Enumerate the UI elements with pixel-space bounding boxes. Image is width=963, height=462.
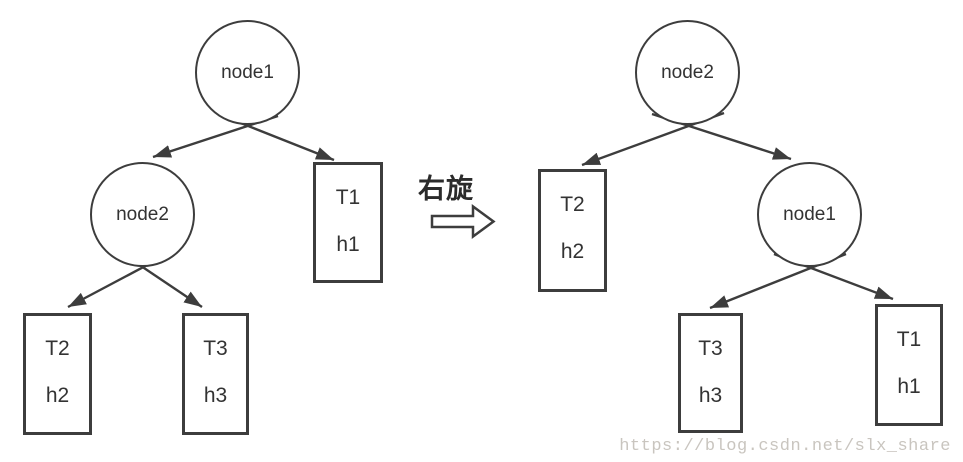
subtree-height-label: h1 — [897, 375, 921, 398]
right-rotation-arrow-icon — [430, 204, 496, 239]
subtree-height-label: h2 — [45, 384, 70, 407]
left-tree-subtree-t2: T2 h2 — [23, 313, 92, 435]
node-label: node1 — [783, 203, 836, 225]
right-tree-subtree-t1: T1 h1 — [875, 304, 943, 426]
subtree-height-label: h3 — [698, 384, 723, 407]
node-label: node2 — [661, 61, 714, 83]
subtree-label: T3 — [203, 337, 228, 360]
subtree-label: T2 — [560, 193, 585, 216]
right-tree-right-child-node: node1 — [757, 162, 862, 267]
watermark-url: https://blog.csdn.net/slx_share — [619, 437, 951, 456]
subtree-label: T1 — [896, 328, 922, 351]
right-tree-subtree-t3: T3 h3 — [678, 313, 743, 433]
left-tree-subtree-t3: T3 h3 — [182, 313, 249, 435]
left-tree-root-node: node1 — [195, 20, 300, 125]
subtree-label: T3 — [698, 337, 723, 360]
operation-label: 右旋 — [418, 174, 474, 204]
node-label: node2 — [116, 203, 169, 225]
subtree-label: T1 — [335, 186, 361, 209]
left-tree-subtree-t1: T1 h1 — [313, 162, 383, 283]
left-tree-left-child-node: node2 — [90, 162, 195, 267]
subtree-label: T2 — [45, 337, 70, 360]
subtree-height-label: h3 — [203, 384, 228, 407]
node-label: node1 — [221, 61, 274, 83]
subtree-height-label: h1 — [336, 233, 360, 256]
right-tree-subtree-t2: T2 h2 — [538, 169, 607, 292]
subtree-height-label: h2 — [560, 240, 585, 263]
right-tree-root-node: node2 — [635, 20, 740, 125]
